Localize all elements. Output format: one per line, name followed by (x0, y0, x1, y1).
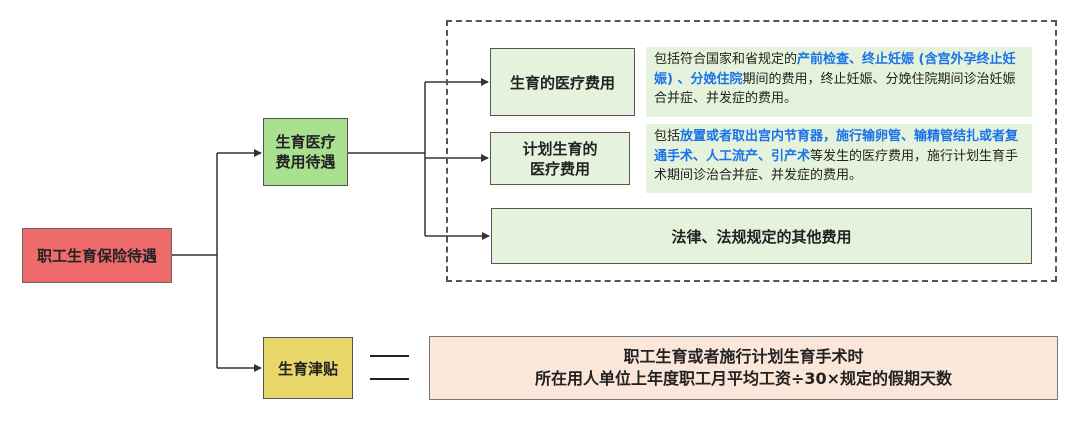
allowance-node: 生育津贴 (263, 337, 353, 399)
birth-medical-cost-label: 生育的医疗费用 (509, 73, 615, 92)
equals-sign (370, 355, 409, 380)
formula-line2: 所在用人单位上年度职工月平均工资÷30×规定的假期天数 (534, 369, 953, 388)
formula-line1: 职工生育或者施行计划生育手术时 (623, 347, 864, 366)
desc2-highlight: 放置或者取出宫内节育器，施行输卵管、输精管结扎或者复通手术、人工流产、引产术 (654, 129, 1019, 164)
desc1-text-b: 期间的费用，终止妊娠、分娩住院期间诊治妊娠合并症、并发症的费用。 (654, 71, 1016, 107)
birth-medical-cost-description: 包括符合国家和省规定的产前检查、终止妊娠 (含宫外孕终止妊娠) 、分娩住院期间的… (646, 47, 1032, 117)
root-node: 职工生育保险待遇 (22, 228, 172, 283)
plan-medical-cost-line1: 计划生育的 (522, 139, 598, 158)
plan-medical-cost-node: 计划生育的 医疗费用 (490, 132, 630, 185)
other-cost-label: 法律、法规规定的其他费用 (671, 227, 852, 246)
desc2-text-b: 等发生的医疗费用，施行计划生育手术期间诊治合并症、并发症的费用。 (654, 148, 1019, 184)
root-label: 职工生育保险待遇 (36, 247, 157, 265)
medical-benefit-line1: 生育医疗 (275, 133, 336, 151)
plan-medical-cost-line2: 医疗费用 (529, 159, 590, 178)
desc1-text-a: 包括符合国家和省规定的 (654, 52, 798, 67)
allowance-formula: 职工生育或者施行计划生育手术时 所在用人单位上年度职工月平均工资÷30×规定的假… (429, 336, 1058, 400)
other-cost-node: 法律、法规规定的其他费用 (491, 208, 1032, 264)
birth-medical-cost-node: 生育的医疗费用 (490, 48, 635, 116)
desc1-highlight: 产前检查、终止妊娠 (含宫外孕终止妊娠) 、分娩住院 (654, 52, 1016, 87)
medical-cost-group-frame (446, 20, 1057, 282)
plan-medical-cost-description: 包括放置或者取出宫内节育器，施行输卵管、输精管结扎或者复通手术、人工流产、引产术… (646, 124, 1032, 193)
desc2-text-a: 包括 (654, 129, 681, 144)
medical-benefit-line2: 费用待遇 (275, 153, 336, 171)
medical-benefit-node: 生育医疗 费用待遇 (263, 118, 348, 186)
allowance-label: 生育津贴 (277, 359, 338, 378)
